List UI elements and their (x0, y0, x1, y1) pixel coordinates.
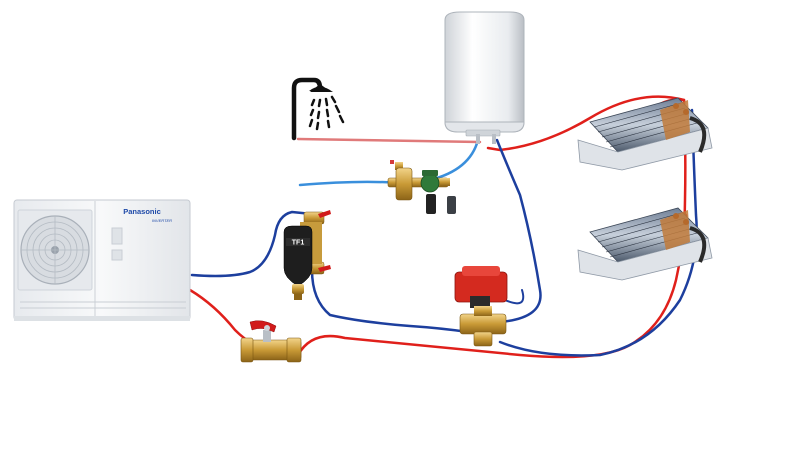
fan-coil-unit-upper (577, 97, 713, 171)
shower-icon (291, 77, 345, 141)
ball-valve-icon (240, 320, 302, 363)
fan-coil-unit-lower (577, 207, 713, 281)
hot-water-pipe (296, 137, 482, 144)
magnetic-filter-icon: TF1 (283, 210, 331, 300)
flow-pipe-main (296, 95, 687, 359)
return-pipe-valve-actuator-loop (504, 289, 525, 305)
magnetic-filter-label: TF1 (292, 240, 305, 247)
flow-pipe-heatpump-to-valve (188, 288, 257, 347)
return-pipe-heatpump-to-filter (190, 210, 314, 278)
three-way-valve-icon (454, 266, 508, 347)
thermostatic-mixing-valve-icon (387, 160, 456, 214)
water-heater-icon (444, 11, 525, 144)
fan-grille-icon (17, 209, 93, 291)
heat-pump-series-badge: INVERTER (152, 218, 172, 223)
heat-pump-outdoor-unit: Panasonic INVERTER (13, 199, 191, 321)
return-pipe-filter-to-valve (310, 268, 470, 334)
heat-pump-brand: Panasonic (123, 207, 161, 216)
return-pipe-valve-to-tank (495, 138, 542, 324)
return-pipe-valve-to-coils (498, 108, 698, 357)
